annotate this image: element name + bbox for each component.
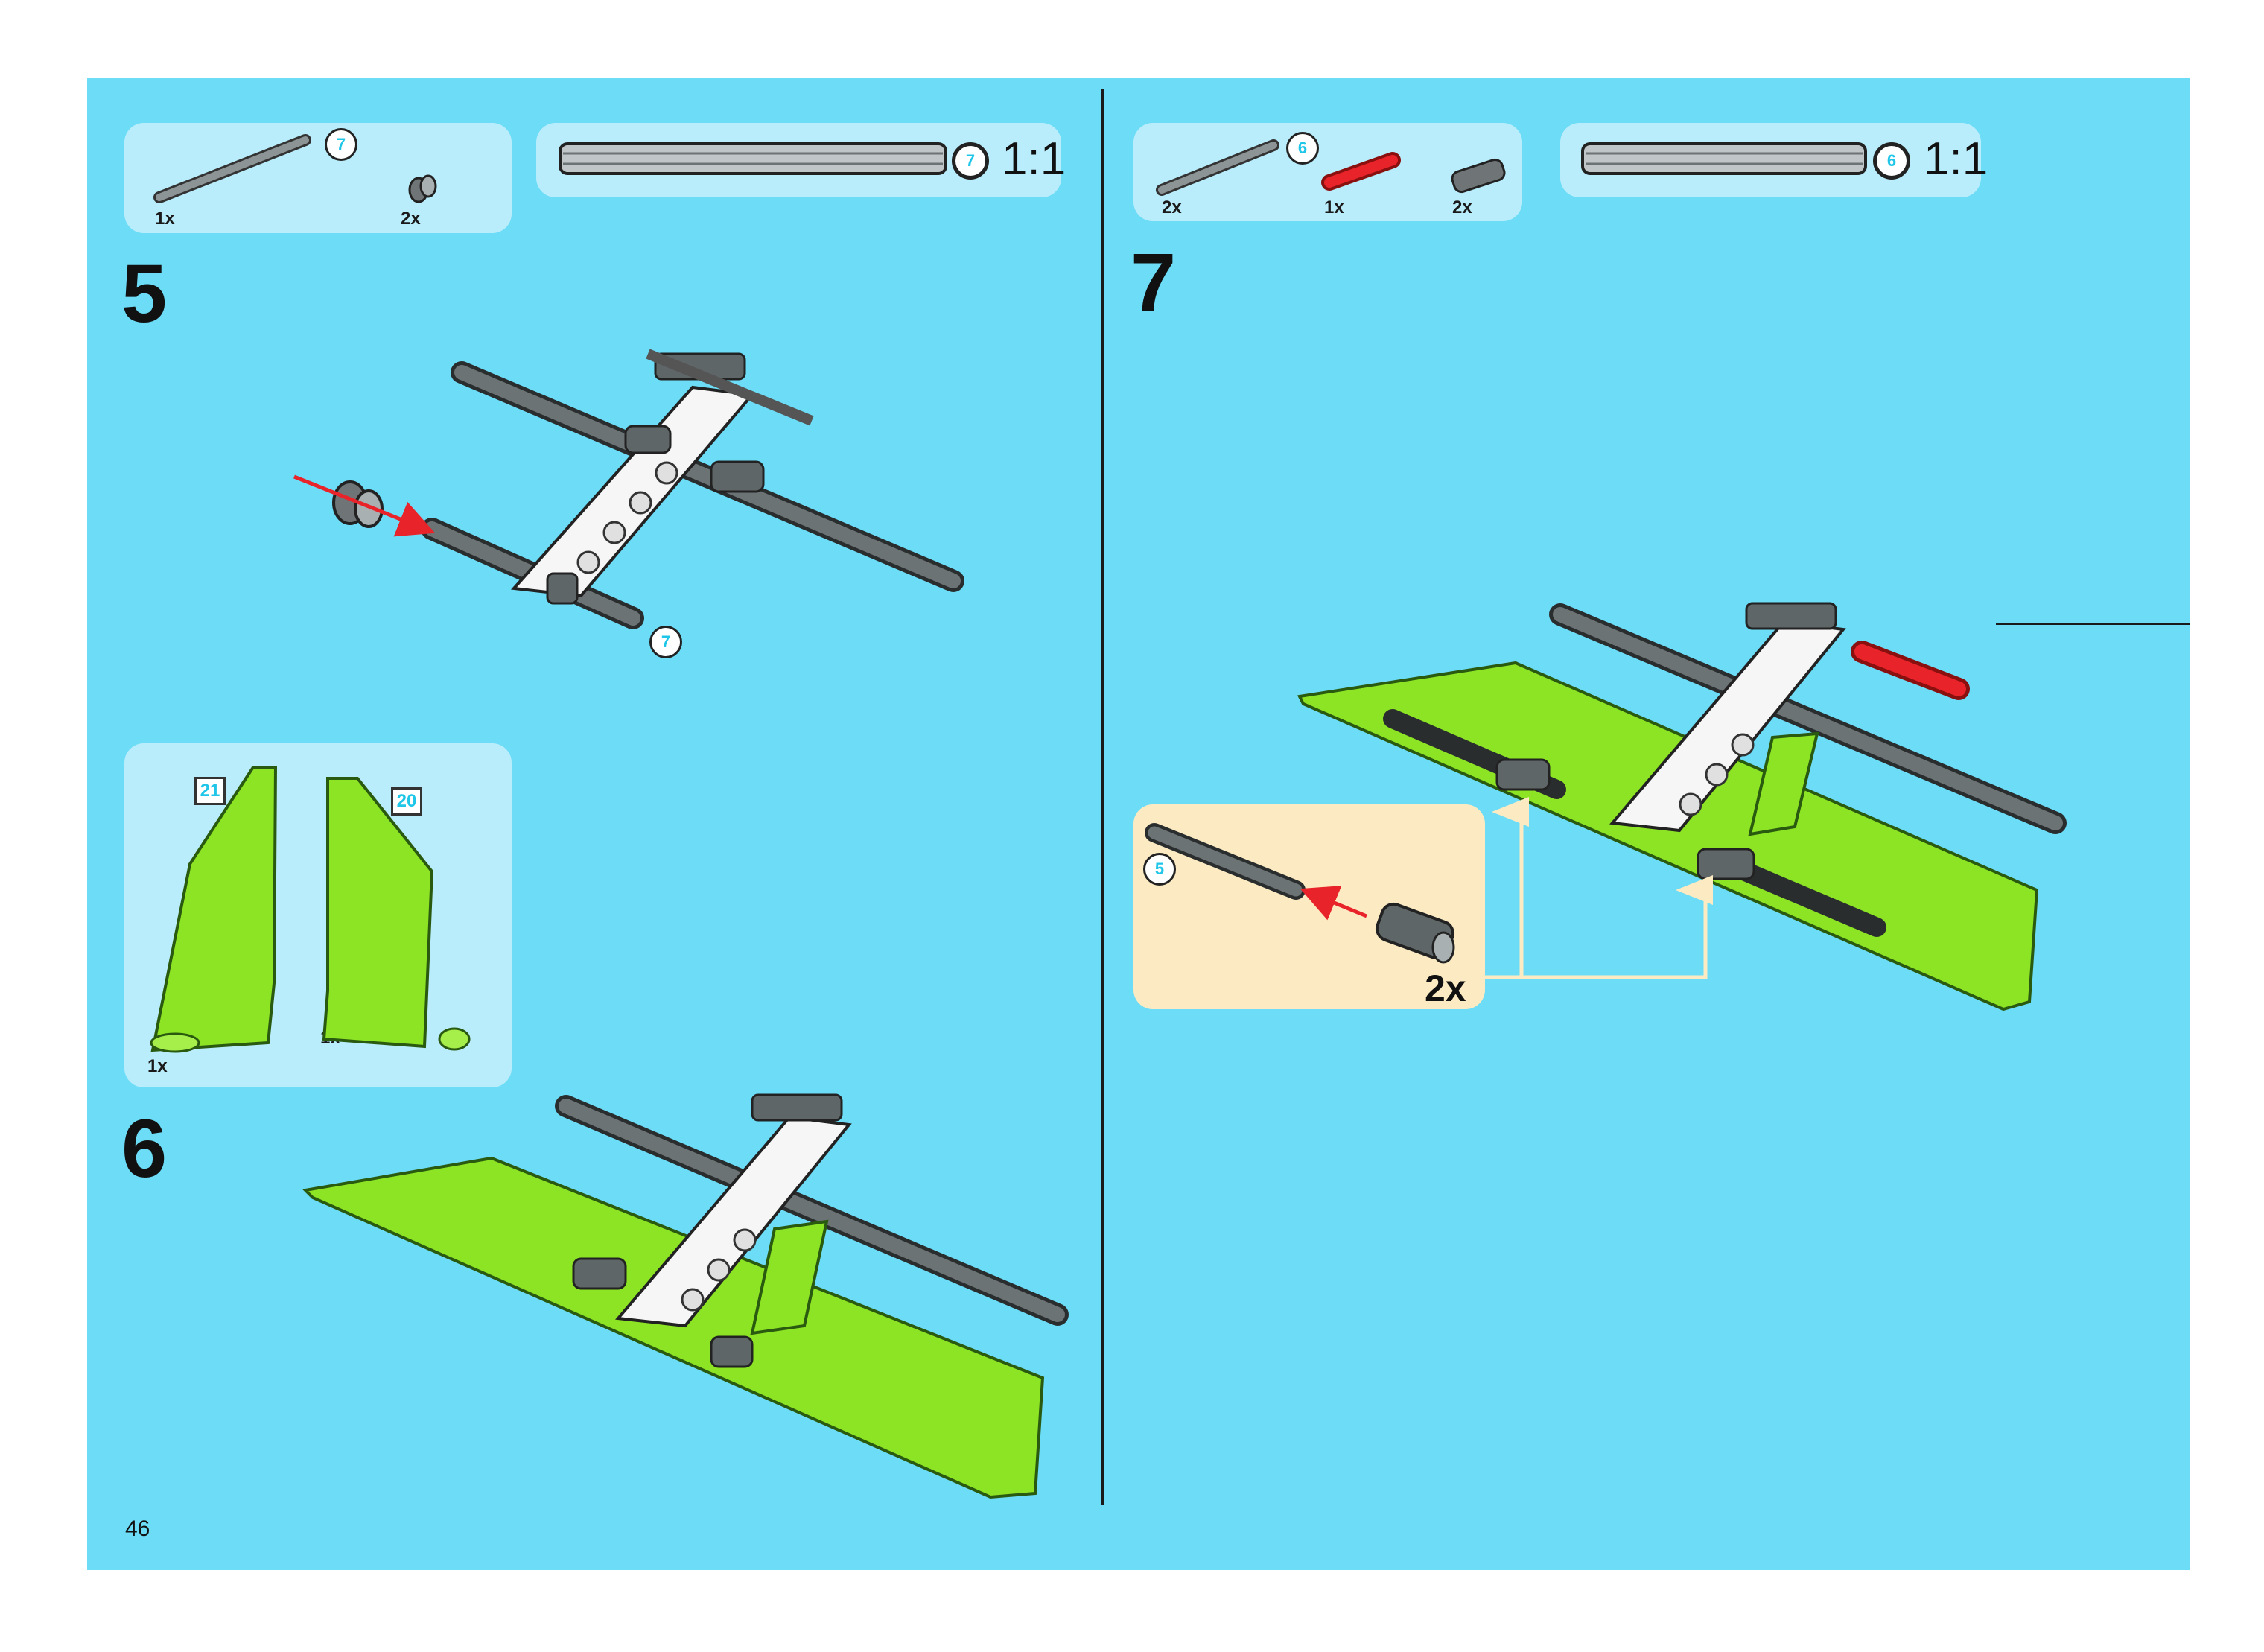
step7-scale-ruler-icon xyxy=(1583,144,1866,174)
step6-assembly xyxy=(305,1095,1058,1497)
connector-icon xyxy=(1450,158,1506,194)
step7-sub-axle xyxy=(1154,833,1296,890)
tail-panel-right-icon xyxy=(324,778,469,1049)
pin-icon xyxy=(1329,160,1393,182)
step7-sub-connector xyxy=(1373,900,1456,962)
scale-ruler-icon xyxy=(560,144,946,174)
axle-icon xyxy=(159,140,305,197)
step5-assembly xyxy=(294,354,953,618)
bush-icon xyxy=(410,176,436,202)
tail-panel-left-icon xyxy=(151,767,276,1052)
step7-axle-icon xyxy=(1162,145,1274,190)
